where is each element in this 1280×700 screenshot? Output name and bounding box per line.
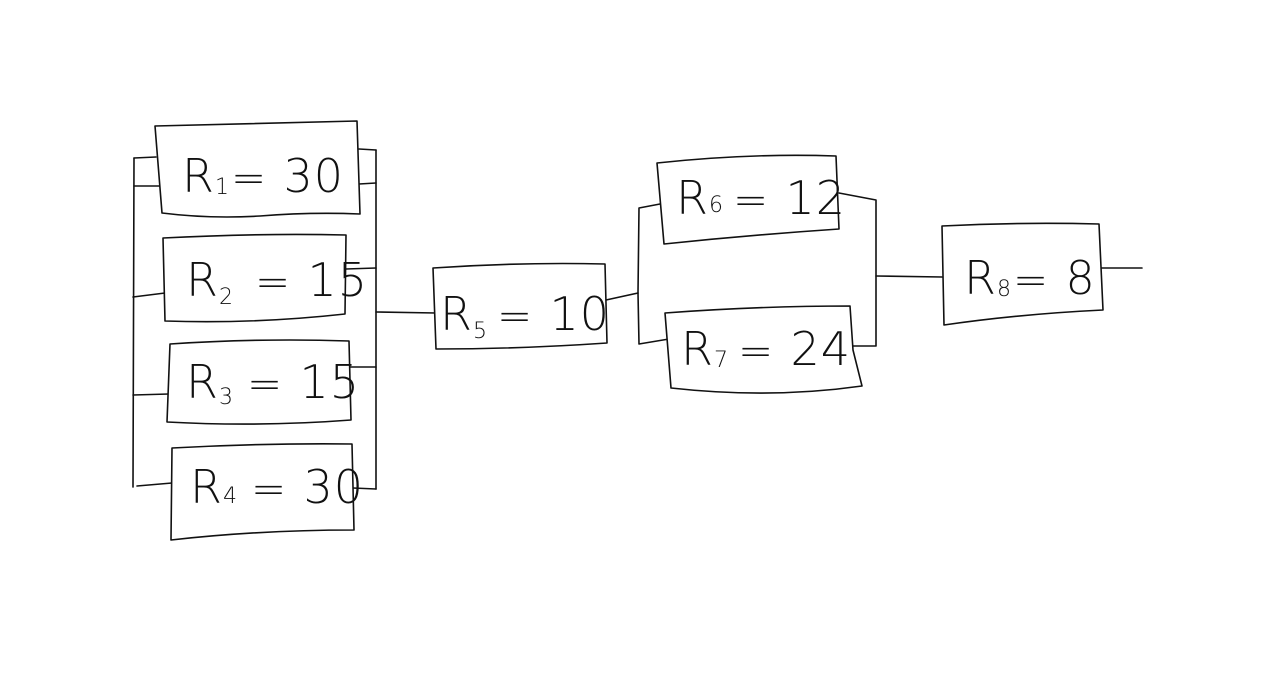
resistor-r5: R5 = 10: [432, 262, 610, 350]
resistor-r8-index: 8: [997, 277, 1011, 302]
resistor-r2-letter: R: [186, 253, 219, 307]
resistor-r6-box: [656, 154, 840, 245]
resistor-r5-value: 10: [550, 287, 611, 341]
resistor-r8-equals: =: [1013, 255, 1066, 304]
r2-right-lead: [345, 267, 377, 270]
resistor-r7-value: 24: [791, 322, 852, 376]
resistor-r8-letter: R: [964, 251, 997, 305]
wires: [132, 148, 1143, 490]
resistor-r4-value: 30: [304, 460, 365, 514]
resistor-r2-box: [162, 233, 347, 323]
left-bus-wire: [132, 157, 135, 488]
resistor-r2-equals: =: [255, 257, 308, 306]
resistor-r3: R3 = 15: [166, 339, 360, 425]
resistor-r6-equals: =: [733, 175, 786, 224]
resistor-r5-letter: R: [440, 287, 473, 341]
resistor-r4: R4 = 30: [170, 443, 364, 541]
resistor-r5-equals: =: [497, 291, 550, 340]
resistor-r4-box: [170, 443, 355, 541]
resistor-r1-letter: R: [182, 149, 215, 203]
resistor-r6-index: 6: [709, 193, 723, 218]
resistor-r7-equals: =: [738, 326, 791, 375]
resistor-r1-value: 30: [284, 149, 345, 203]
resistor-r1: R1= 30: [154, 120, 361, 218]
resistor-r2-value: 15: [308, 253, 369, 307]
resistor-r6-label: R6 = 12: [676, 171, 846, 225]
r1-left-lead: [133, 156, 163, 187]
node-to-r8-wire: [875, 275, 943, 278]
r4-left-lead: [136, 482, 173, 487]
resistor-r7: R7 = 24: [664, 305, 863, 394]
r1-right-lead: [358, 148, 377, 185]
resistor-r3-letter: R: [186, 355, 219, 409]
resistor-r6-letter: R: [676, 171, 709, 225]
resistor-r8: R8= 8: [941, 222, 1104, 326]
resistor-r4-index: 4: [223, 484, 237, 509]
resistor-r3-index: 3: [219, 385, 233, 410]
resistor-r1-equals: =: [231, 153, 284, 202]
resistor-r6-value: 12: [786, 171, 847, 225]
resistor-r7-box: [664, 305, 863, 394]
resistor-r1-label: R1= 30: [182, 149, 344, 203]
resistor-r7-index: 7: [714, 348, 728, 373]
r4-right-lead: [352, 487, 377, 490]
resistor-r1-index: 1: [215, 175, 229, 200]
resistor-r5-box: [432, 262, 608, 350]
resistor-r3-value: 15: [300, 355, 361, 409]
resistor-r5-label: R5 = 10: [440, 287, 610, 344]
resistor-r4-letter: R: [190, 460, 223, 514]
resistor-r5-index: 5: [473, 319, 487, 344]
resistor-r7-letter: R: [681, 322, 714, 376]
r6-r7-right-bus-wire: [838, 192, 877, 347]
resistor-r2-label: R2 = 15: [186, 253, 368, 310]
r5-to-node-wire: [605, 292, 639, 301]
resistor-r4-label: R4 = 30: [190, 460, 364, 514]
resistor-r6: R6 = 12: [656, 154, 846, 245]
r2-left-lead: [132, 292, 166, 298]
resistor-r3-box: [166, 339, 352, 425]
resistor-r2: R2 = 15: [162, 233, 368, 323]
resistor-r8-label: R8= 8: [964, 251, 1096, 305]
resistor-r2-index: 2: [219, 285, 233, 310]
r3-left-lead: [132, 393, 170, 396]
resistor-r8-value: 8: [1066, 251, 1096, 305]
r6-r7-left-bus-wire: [637, 203, 670, 345]
resistor-r1-box: [154, 120, 361, 218]
resistor-r7-label: R7 = 24: [681, 322, 851, 376]
resistor-r8-box: [941, 222, 1104, 326]
bus-to-r5-wire: [375, 311, 437, 314]
resistor-r3-equals: =: [247, 359, 300, 408]
resistor-r4-equals: =: [251, 464, 304, 513]
resistor-r3-label: R3 = 15: [186, 355, 360, 410]
